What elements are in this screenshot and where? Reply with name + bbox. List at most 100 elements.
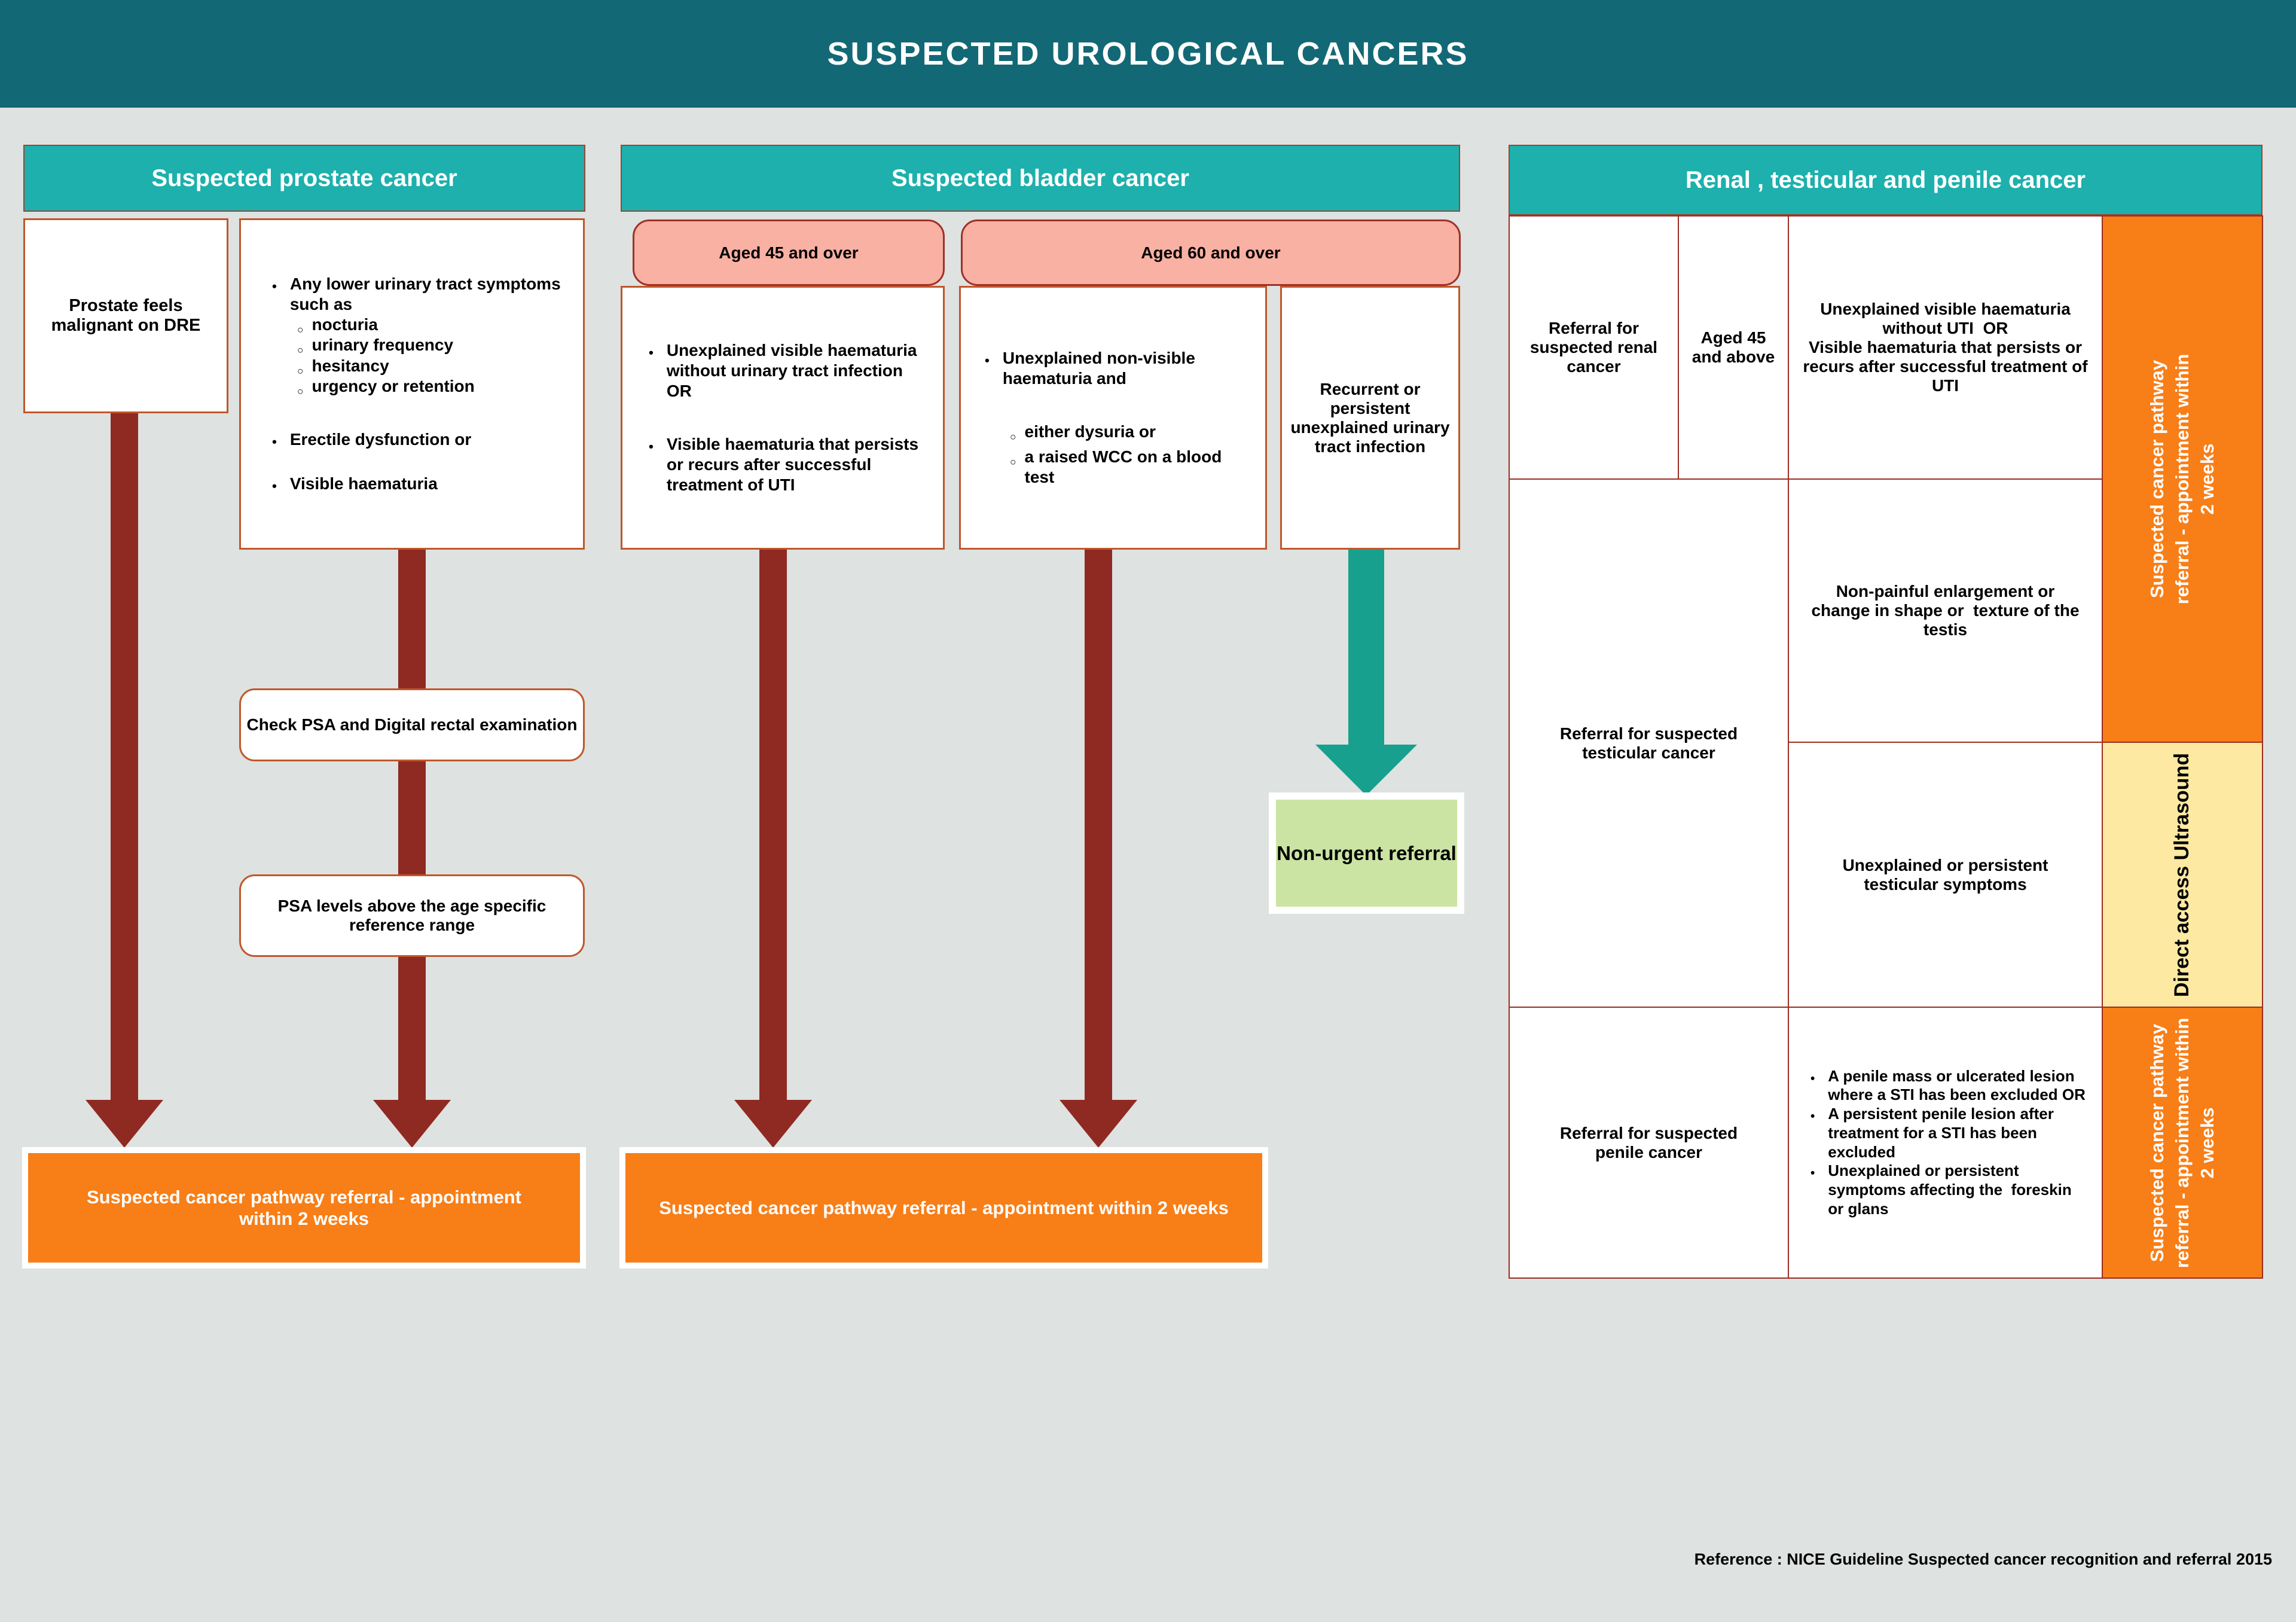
psa-levels-box: PSA levels above the age specific refere… — [239, 874, 585, 957]
bullet-icon — [649, 434, 667, 455]
list-item-text: either dysuria or — [1024, 422, 1156, 441]
down-arrow-shaft — [111, 412, 138, 1100]
bladder-pathway-referral-bar: Suspected cancer pathway referral - appo… — [619, 1147, 1268, 1269]
non-urgent-referral-text: Non-urgent referral — [1277, 842, 1457, 864]
teal-down-arrow-icon — [1315, 745, 1417, 795]
list-item-text: Unexplained or persistent symptoms affec… — [1828, 1161, 2076, 1218]
circle-bullet-icon — [297, 335, 312, 355]
testicular-criteria-top-cell: Non-painful enlargement or change in sha… — [1788, 478, 2103, 743]
aged-45-label: Aged 45 and over — [719, 243, 859, 262]
list-item: either dysuria or — [1010, 422, 1253, 442]
circle-bullet-icon — [297, 356, 312, 376]
list-item-text: urgency or retention — [312, 376, 475, 395]
list-item: hesitancy — [297, 356, 565, 376]
list-item: Unexplained or persistent symptoms affec… — [1810, 1161, 2091, 1218]
bullet-icon — [272, 474, 290, 494]
renal-age-text: Aged 45 and above — [1692, 328, 1775, 366]
list-item-text: Erectile dysfunction or — [289, 429, 472, 449]
list-item-text: Unexplained visible haematuria without u… — [666, 340, 917, 400]
prostate-section-header: Suspected prostate cancer — [23, 145, 585, 212]
down-arrow-icon — [1060, 1100, 1137, 1148]
prostate-pathway-referral-bar: Suspected cancer pathway referral - appo… — [22, 1147, 586, 1269]
bullet-icon — [985, 348, 1003, 368]
circle-bullet-icon — [1010, 422, 1025, 442]
list-item-text: hesitancy — [312, 356, 389, 375]
list-item-text: Unexplained non-visible haematuria and — [1002, 348, 1195, 388]
renal-age-cell: Aged 45 and above — [1678, 215, 1789, 480]
list-item: Visible haematuria — [272, 474, 565, 494]
renal-criteria-line2: Visible haematuria that persists or recu… — [1803, 338, 2093, 395]
bladder-section-header: Suspected bladder cancer — [621, 145, 1460, 212]
reference-note: Reference : NICE Guideline Suspected can… — [1694, 1550, 2272, 1568]
list-item: Visible haematuria that persists or recu… — [649, 434, 927, 495]
bladder-pathway-text: Suspected cancer pathway referral - appo… — [659, 1197, 1229, 1218]
renal-referral-text: Referral for suspected renal cancer — [1529, 319, 1662, 376]
bullet-icon — [1810, 1067, 1828, 1086]
list-item-text: a raised WCC on a blood test — [1024, 447, 1222, 487]
check-psa-text: Check PSA and Digital rectal examination — [246, 715, 578, 734]
pathway-strip-bottom-text: Suspected cancer pathway referral - appo… — [2147, 1017, 2218, 1268]
testicular-criteria-top-text: Non-painful enlargement or change in sha… — [1811, 582, 2084, 639]
pathway-strip-bottom: Suspected cancer pathway referral - appo… — [2102, 1007, 2263, 1279]
direct-access-ultrasound-strip: Direct access Ultrasound — [2102, 742, 2263, 1008]
non-urgent-referral-box: Non-urgent referral — [1269, 792, 1464, 914]
bullet-icon — [272, 274, 290, 294]
teal-down-arrow-shaft — [1348, 548, 1384, 746]
renal-criteria-cell: Unexplained visible haematuria without U… — [1788, 215, 2103, 480]
list-item-text: Any lower urinary tract symptoms such as — [289, 274, 561, 314]
list-item-text: Visible haematuria that persists or recu… — [666, 435, 919, 495]
bullet-icon — [649, 340, 667, 361]
list-item: urinary frequency — [297, 335, 565, 355]
circle-bullet-icon — [1010, 447, 1025, 467]
list-item-text: urinary frequency — [312, 336, 454, 355]
aged-45-and-over-box: Aged 45 and over — [633, 219, 945, 286]
recurrent-uti-box: Recurrent or persistent unexplained urin… — [1280, 286, 1460, 550]
penile-referral-cell: Referral for suspected penile cancer — [1509, 1007, 1789, 1279]
psa-levels-text: PSA levels above the age specific refere… — [277, 897, 546, 934]
penile-referral-text: Referral for suspected penile cancer — [1559, 1123, 1742, 1161]
pathway-strip-top-text: Suspected cancer pathway referral - appo… — [2147, 353, 2218, 605]
list-item-text: Visible haematuria — [289, 474, 438, 493]
prostate-section-title: Suspected prostate cancer — [151, 164, 457, 191]
bullet-icon — [1810, 1105, 1828, 1124]
renal-section-title: Renal , testicular and penile cancer — [1685, 166, 2086, 193]
testicular-referral-text: Referral for suspected testicular cancer — [1559, 724, 1742, 762]
aged-60-label: Aged 60 and over — [1141, 243, 1281, 262]
bladder-criteria-60-box: Unexplained non-visible haematuria and e… — [959, 286, 1267, 550]
testicular-criteria-bottom-cell: Unexplained or persistent testicular sym… — [1788, 742, 2103, 1008]
prostate-dre-box: Prostate feels malignant on DRE — [23, 218, 228, 413]
prostate-dre-text: Prostate feels malignant on DRE — [51, 296, 201, 335]
renal-section-header: Renal , testicular and penile cancer — [1509, 145, 2263, 215]
down-arrow-icon — [373, 1100, 451, 1148]
list-item: a raised WCC on a blood test — [1010, 447, 1253, 487]
list-item: urgency or retention — [297, 376, 565, 397]
list-item: A penile mass or ulcerated lesion where … — [1810, 1067, 2091, 1105]
prostate-pathway-text: Suspected cancer pathway referral - appo… — [87, 1186, 521, 1229]
title-banner: SUSPECTED UROLOGICAL CANCERS — [0, 0, 2296, 108]
circle-bullet-icon — [297, 315, 312, 335]
aged-60-and-over-box: Aged 60 and over — [961, 219, 1461, 286]
page-title: SUSPECTED UROLOGICAL CANCERS — [827, 36, 1469, 72]
bladder-section-title: Suspected bladder cancer — [891, 164, 1189, 191]
list-item-text: nocturia — [312, 315, 378, 334]
list-item-text: A persistent penile lesion after treatme… — [1828, 1105, 2059, 1161]
renal-criteria-line1: Unexplained visible haematuria without U… — [1820, 300, 2075, 337]
list-item: Unexplained non-visible haematuria and — [985, 348, 1253, 389]
bullet-icon — [1810, 1161, 1828, 1181]
list-item: A persistent penile lesion after treatme… — [1810, 1105, 2091, 1161]
list-item: nocturia — [297, 315, 565, 335]
testicular-criteria-bottom-text: Unexplained or persistent testicular sym… — [1842, 855, 2053, 894]
bullet-icon — [272, 429, 290, 450]
list-item-text: A penile mass or ulcerated lesion where … — [1828, 1066, 2086, 1104]
bladder-criteria-45-box: Unexplained visible haematuria without u… — [621, 286, 945, 550]
list-item: Any lower urinary tract symptoms such as — [272, 274, 565, 315]
down-arrow-shaft — [398, 548, 426, 1100]
circle-bullet-icon — [297, 376, 312, 397]
testicular-referral-cell: Referral for suspected testicular cancer — [1509, 478, 1789, 1008]
list-item: Erectile dysfunction or — [272, 429, 565, 450]
penile-criteria-cell: A penile mass or ulcerated lesion where … — [1788, 1007, 2103, 1279]
check-psa-box: Check PSA and Digital rectal examination — [239, 688, 585, 761]
down-arrow-shaft — [759, 548, 787, 1100]
prostate-symptoms-box: Any lower urinary tract symptoms such as… — [239, 218, 585, 550]
